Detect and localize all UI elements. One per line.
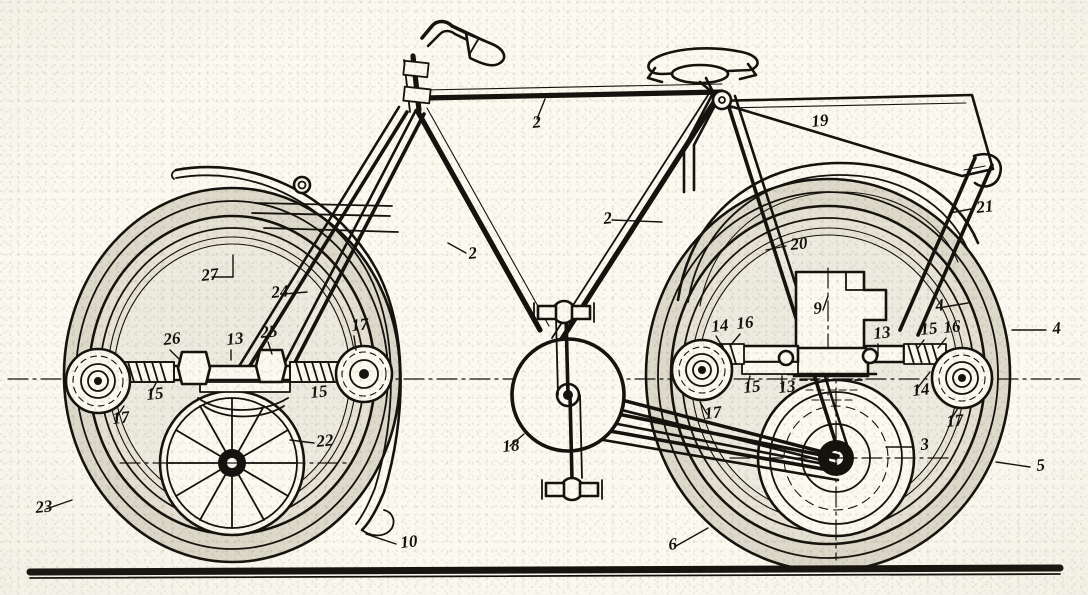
callout-leader-lines (45, 98, 1047, 547)
callout-top-tube: 2 (530, 112, 542, 132)
callout-front-spring-seat: 13 (225, 328, 244, 349)
front-hub-left (64, 347, 132, 415)
callout-front-spring-right: 15 (309, 381, 328, 402)
rear-hub-right (930, 346, 994, 410)
callout-crank-pedal: 18 (501, 435, 520, 456)
callout-chain-stay: 17 (703, 402, 723, 423)
callout-front-spring-left: 15 (145, 383, 164, 404)
callout-rear-axle-left: 14 (710, 315, 729, 336)
callout-gear-case: 9 (812, 298, 823, 318)
callout-front-wheel-hub-cap: 17 (350, 314, 370, 335)
callout-rear-sleeve-right: 16 (942, 316, 961, 337)
callout-rear-disc: 4 (933, 295, 944, 315)
rear-hub-left (670, 338, 734, 402)
callout-rear-fender: 20 (788, 233, 808, 254)
crank-arm-upper (564, 314, 570, 397)
rear-axle-assembly (670, 267, 994, 410)
callout-rear-spring-seat: 13 (872, 322, 891, 343)
handlebar-grip (464, 31, 506, 67)
callout-front-axle-sleeve: 26 (161, 328, 181, 349)
callout-rear-tire-lower: 6 (667, 534, 678, 554)
carrier-stay-right (916, 163, 994, 337)
callout-front-spoked-wheel: 22 (314, 430, 334, 451)
handlebar (420, 19, 506, 67)
rear-spring-right (903, 343, 947, 365)
callout-front-fork-blade: 24 (269, 281, 289, 302)
front-spoked-wheel (119, 389, 351, 537)
callout-rear-bracket: 13 (777, 376, 796, 397)
fender-brace-lower (263, 227, 399, 233)
callout-front-hub-left: 17 (111, 407, 131, 428)
callout-rear-hub: 3 (918, 434, 930, 454)
carrier-stay-left (898, 156, 977, 332)
saddle (646, 47, 759, 94)
top-tube (421, 89, 725, 101)
front-spring-right (289, 361, 343, 383)
callout-front-fender-lower: 10 (399, 531, 418, 552)
callout-rear-hub-right: 17 (945, 410, 965, 431)
callout-rear-spring-right: 15 (919, 318, 938, 339)
callout-front-fender-brace: 27 (199, 264, 220, 285)
front-hub-right (334, 344, 394, 404)
crank-assembly (510, 299, 626, 502)
fork-blade-front (244, 110, 409, 374)
down-tube (415, 109, 543, 333)
front-fender (170, 165, 402, 537)
rear-fender (676, 161, 980, 307)
front-spring-left (121, 361, 175, 383)
seat-stay (724, 96, 840, 452)
rack-support-tube (692, 90, 724, 192)
fender-brace-upper (254, 202, 393, 207)
callout-front-tire: 23 (33, 496, 53, 517)
pedal-lower (541, 476, 603, 502)
chain-stay-lower (568, 422, 842, 474)
callout-rear-axle-right: 14 (911, 379, 930, 400)
rear-carrier-rack (711, 93, 1003, 337)
crank-arm-lower (568, 393, 574, 482)
callout-fork-crown-lug: 25 (258, 321, 278, 342)
ground-line (26, 564, 1064, 579)
fork-blade-rear (288, 112, 426, 374)
callout-seat-tube: 2 (601, 208, 613, 228)
callout-down-tube: 2 (466, 243, 478, 263)
callout-rear-sleeve-left: 16 (735, 312, 754, 333)
pedal-upper (533, 299, 595, 325)
callout-rear-carrier-rack: 19 (810, 110, 829, 131)
callout-rear-rim: 4 (1050, 318, 1061, 338)
callout-carrier-stay: 21 (974, 196, 994, 217)
callout-rear-spring-left: 15 (742, 376, 761, 397)
callout-rear-tire: 5 (1035, 455, 1046, 475)
front-axle-assembly (64, 344, 394, 418)
seat-tube (557, 93, 721, 345)
